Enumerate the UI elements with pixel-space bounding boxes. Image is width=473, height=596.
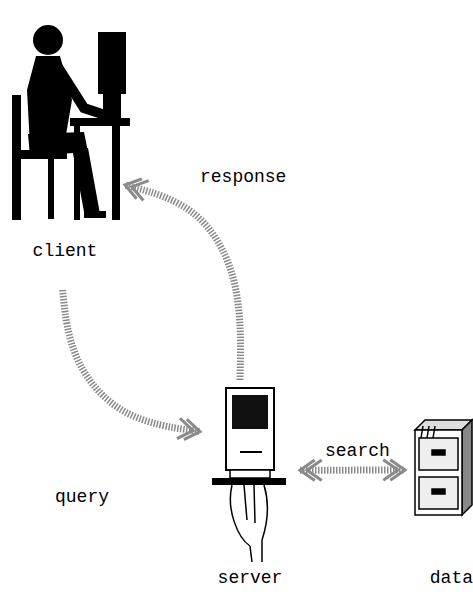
monitor-stand <box>103 94 121 118</box>
desk-leg <box>112 126 120 220</box>
cabinet-side <box>462 420 472 515</box>
computer-case <box>226 388 274 470</box>
drawer-handle <box>432 489 445 494</box>
edge-label: search <box>325 440 390 462</box>
flow-arrow <box>300 460 405 481</box>
node-label: client <box>33 240 98 262</box>
flow-arrow <box>63 290 200 440</box>
chair-leg <box>48 159 54 219</box>
drawer <box>419 477 458 509</box>
server-icon <box>212 388 286 562</box>
monitor <box>98 32 126 94</box>
icon-node: server <box>200 380 300 595</box>
arrow-shaft <box>125 185 241 380</box>
edge-label: response <box>200 166 286 188</box>
tray <box>212 478 286 485</box>
arrow-shaft <box>63 290 200 432</box>
disk-slot <box>240 451 262 453</box>
arrow-head <box>125 179 149 201</box>
flow-arrow <box>125 179 241 380</box>
icon-node: client <box>5 10 125 290</box>
arrow-head <box>300 460 322 481</box>
edge-label: query <box>55 486 109 508</box>
hand <box>230 485 267 562</box>
computer-foot <box>230 470 270 478</box>
folders <box>421 426 435 438</box>
drawer <box>419 438 458 470</box>
cabinet-front <box>415 430 462 515</box>
arrow-head <box>177 418 200 439</box>
node-label: data <box>430 567 473 589</box>
drawer-handle <box>432 450 445 455</box>
computer-screen <box>232 395 268 429</box>
client-icon <box>12 25 130 220</box>
icon-node: data <box>405 410 473 595</box>
arrow-head <box>383 460 405 481</box>
arrow-shaft <box>300 466 405 473</box>
data-icon <box>415 420 472 515</box>
person-foot <box>84 211 106 218</box>
desk-leg <box>74 126 80 220</box>
person-arm <box>56 64 102 114</box>
person-head <box>33 25 63 55</box>
node-label: server <box>218 567 283 589</box>
desk-top <box>70 118 130 126</box>
